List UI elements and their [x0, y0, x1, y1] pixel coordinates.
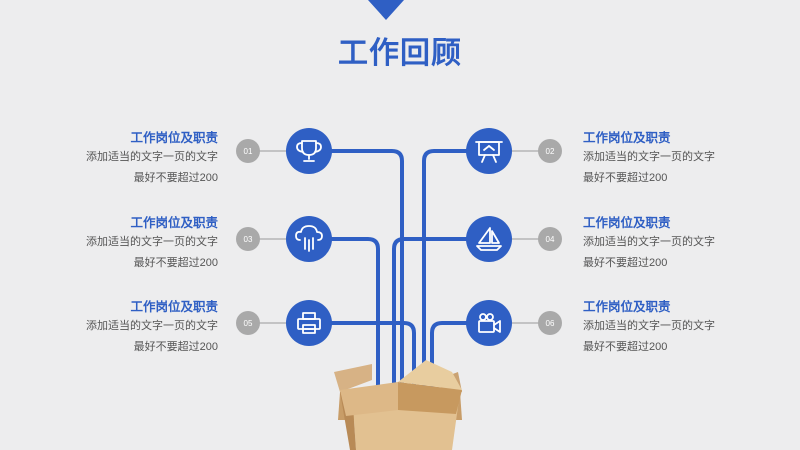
cardboard-box-icon [334, 360, 462, 450]
connector-line-04 [392, 237, 470, 387]
icon-circle-02 [466, 128, 512, 174]
number-label: 03 [244, 235, 253, 244]
item-description: 最好不要超过200 [583, 257, 668, 269]
number-label: 05 [244, 319, 253, 328]
item-heading: 工作岗位及职责 [130, 131, 218, 145]
icon-circles [286, 128, 512, 346]
number-badge-01 [236, 139, 260, 163]
top-notch-decoration [368, 0, 404, 20]
number-label: 06 [546, 319, 555, 328]
item-05: 工作岗位及职责 添加适当的文字一页的文字 最好不要超过200 [58, 298, 218, 358]
sailboat-icon [476, 227, 502, 251]
number-badge-06 [538, 311, 562, 335]
icon-circle-05 [286, 300, 332, 346]
item-heading: 工作岗位及职责 [130, 300, 218, 314]
item-04: 工作岗位及职责 添加适当的文字一页的文字 最好不要超过200 [583, 214, 743, 274]
item-01: 工作岗位及职责 添加适当的文字一页的文字 最好不要超过200 [58, 129, 218, 189]
item-heading: 工作岗位及职责 [583, 300, 671, 314]
connector-line-05 [328, 321, 416, 387]
item-03: 工作岗位及职责 添加适当的文字一页的文字 最好不要超过200 [58, 214, 218, 274]
number-label: 02 [546, 147, 555, 156]
presentation-board-icon [475, 141, 503, 163]
item-description: 添加适当的文字一页的文字 [86, 320, 218, 332]
number-label: 04 [546, 235, 555, 244]
icon-circle-01 [286, 128, 332, 174]
item-description: 添加适当的文字一页的文字 [583, 236, 715, 248]
item-02: 工作岗位及职责 添加适当的文字一页的文字 最好不要超过200 [583, 129, 743, 189]
item-heading: 工作岗位及职责 [130, 216, 218, 230]
trophy-icon [296, 140, 322, 162]
item-description: 最好不要超过200 [133, 257, 218, 269]
number-badge-03 [236, 227, 260, 251]
item-description: 最好不要超过200 [133, 341, 218, 353]
page-title: 工作回顾 [338, 37, 462, 70]
item-description: 最好不要超过200 [583, 172, 668, 184]
connector-lines [328, 149, 470, 387]
number-badge-04 [538, 227, 562, 251]
number-label: 01 [244, 147, 253, 156]
video-camera-icon [478, 313, 501, 333]
item-heading: 工作岗位及职责 [583, 216, 671, 230]
icon-circle-03 [286, 216, 332, 262]
connector-line-01 [328, 149, 404, 387]
item-heading: 工作岗位及职责 [583, 131, 671, 145]
item-description: 添加适当的文字一页的文字 [583, 320, 715, 332]
badge-stubs [258, 150, 540, 324]
number-badge-05 [236, 311, 260, 335]
item-description: 最好不要超过200 [583, 341, 668, 353]
item-description: 添加适当的文字一页的文字 [86, 236, 218, 248]
number-badges [236, 139, 562, 335]
printer-icon [297, 312, 321, 334]
icon-circle-04 [466, 216, 512, 262]
number-badge-02 [538, 139, 562, 163]
item-description: 最好不要超过200 [133, 172, 218, 184]
item-06: 工作岗位及职责 添加适当的文字一页的文字 最好不要超过200 [583, 298, 743, 358]
cloud-icon [295, 225, 323, 252]
item-description: 添加适当的文字一页的文字 [86, 151, 218, 163]
connector-line-06 [430, 321, 470, 387]
icon-circle-06 [466, 300, 512, 346]
item-description: 添加适当的文字一页的文字 [583, 151, 715, 163]
connector-line-02 [422, 149, 470, 387]
connector-line-03 [328, 237, 380, 387]
